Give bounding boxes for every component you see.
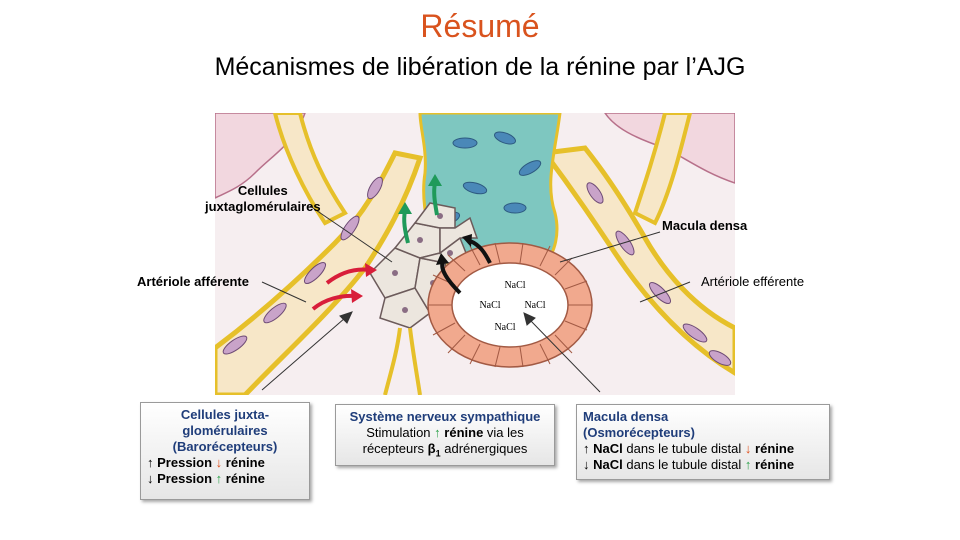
- arteriole-efferente-label: Artériole efférente: [701, 274, 805, 289]
- macula-densa-label: Macula densa: [662, 218, 748, 233]
- arrow-down-icon: ↓: [147, 471, 154, 486]
- arrow-down-icon: ↓: [215, 455, 223, 470]
- distal-tubule: [427, 242, 593, 368]
- nacl-label: NaCl: [479, 300, 500, 311]
- baroreceptor-box: Cellules juxta- glomérulaires (Barorécep…: [140, 402, 310, 500]
- cellules-jg-label: Cellules juxtaglomérulaires: [205, 183, 321, 214]
- arteriole-afferente-label: Artériole afférente: [137, 274, 249, 289]
- arrow-up-icon: ↑: [215, 471, 223, 486]
- arrow-up-icon: ↑: [434, 425, 441, 440]
- arrow-up-icon: ↑: [744, 457, 752, 472]
- slide-title: Résumé: [420, 8, 540, 44]
- nacl-label: NaCl: [504, 280, 525, 291]
- juxtaglomerular-apparatus-illustration: NaCl NaCl NaCl NaCl: [215, 113, 735, 395]
- arrow-down-icon: ↓: [744, 441, 752, 456]
- nacl-label: NaCl: [524, 300, 545, 311]
- nacl-label: NaCl: [494, 322, 515, 333]
- macula-densa-box: Macula densa (Osmorécepteurs) ↑ NaCl dan…: [576, 404, 830, 480]
- sympathetic-box: Système nerveux sympathique Stimulation …: [335, 404, 555, 466]
- efferent-arteriole: [540, 145, 735, 376]
- arrow-up-icon: ↑: [583, 441, 590, 456]
- arrow-up-icon: ↑: [147, 455, 154, 470]
- slide-subtitle: Mécanismes de libération de la rénine pa…: [214, 53, 746, 81]
- arrow-down-icon: ↓: [583, 457, 590, 472]
